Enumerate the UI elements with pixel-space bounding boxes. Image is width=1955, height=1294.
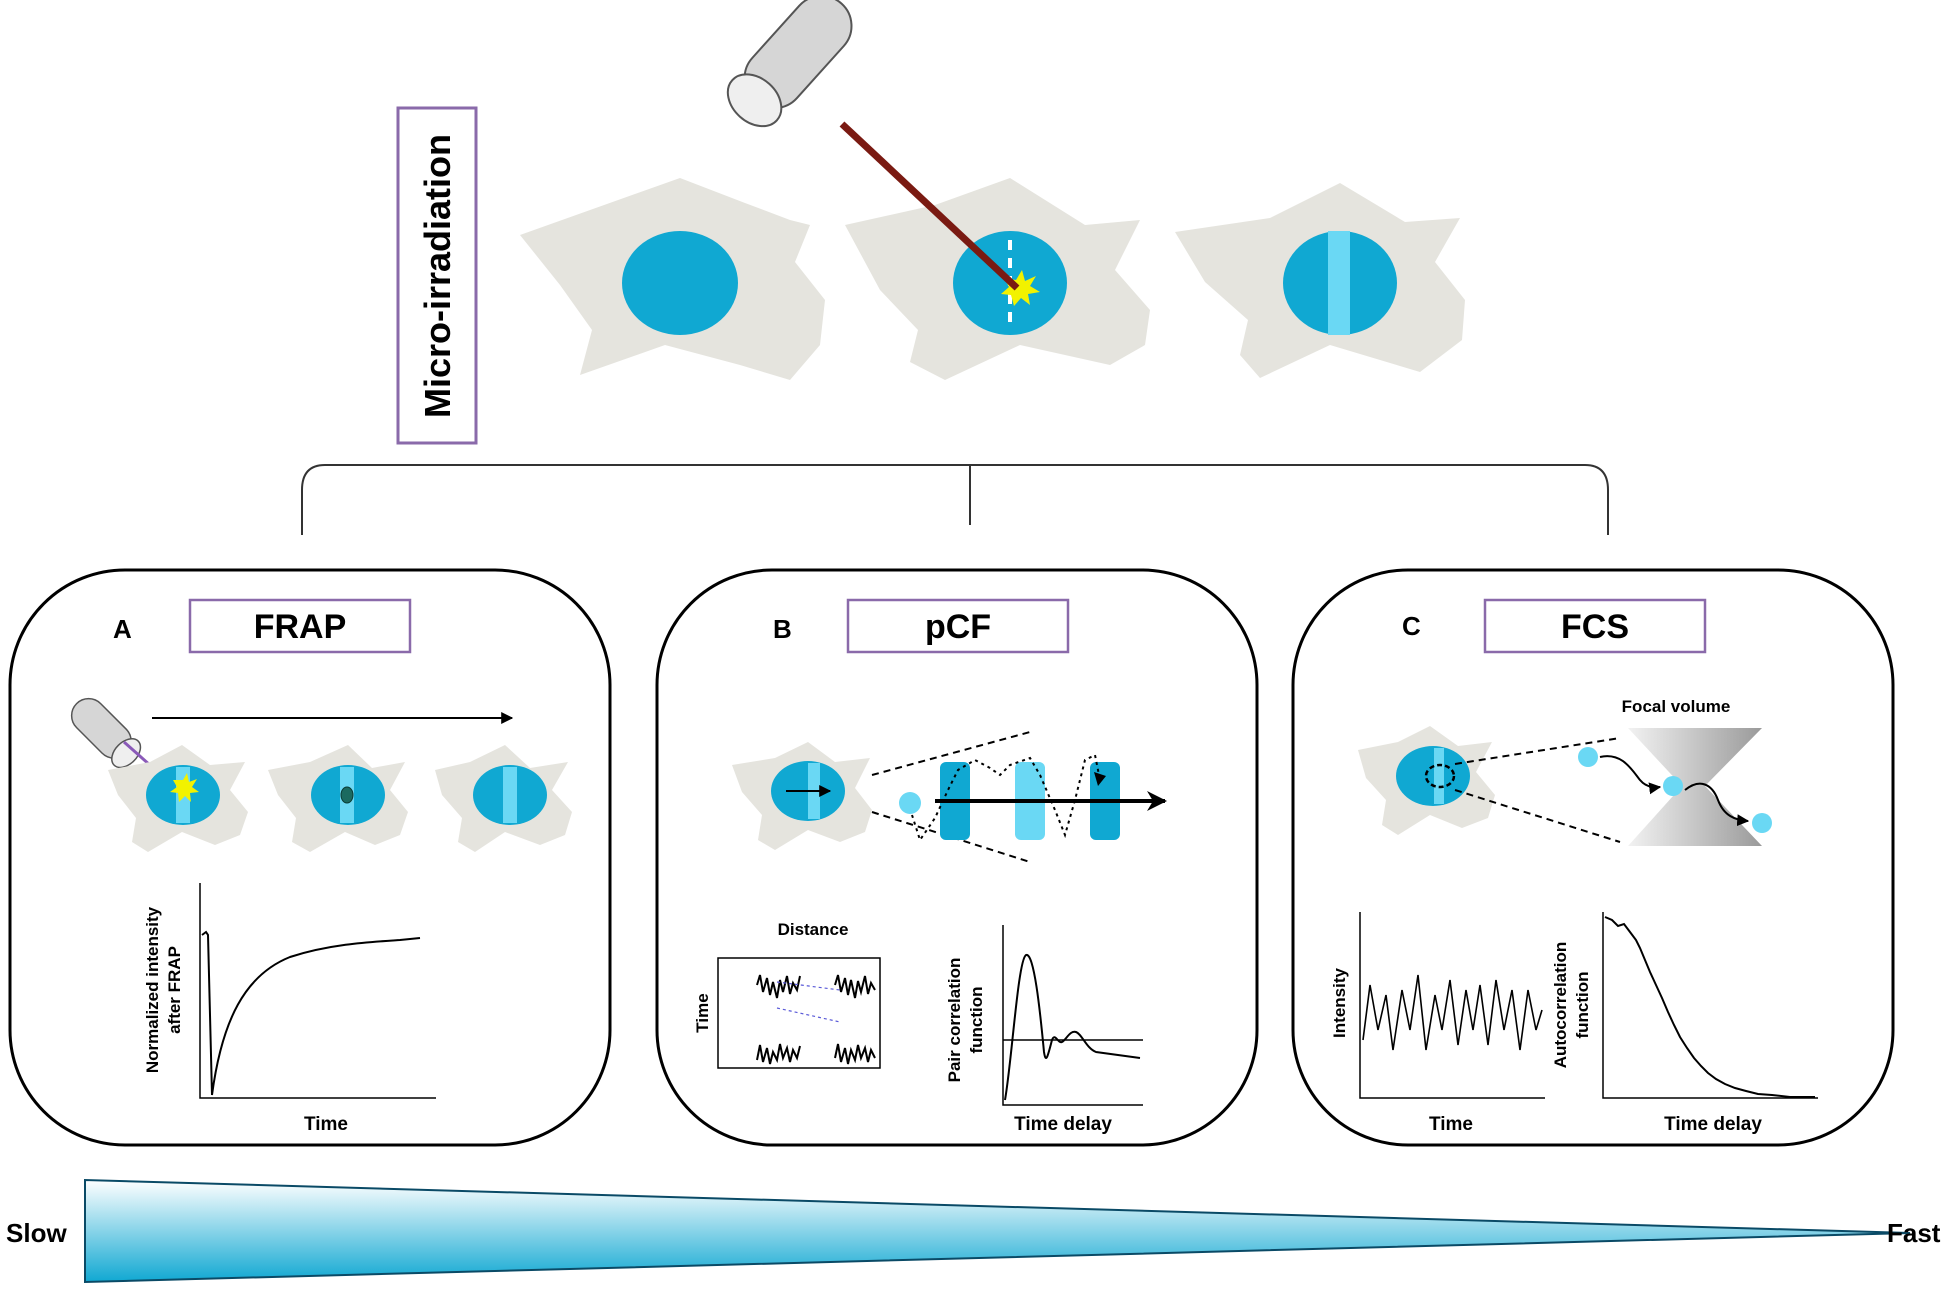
graph-axes	[1359, 912, 1545, 1099]
graph-ylabel: Normalized intensity	[143, 906, 162, 1073]
trajectory-arrowhead	[1094, 772, 1106, 786]
graph-xlabel: Time	[304, 1114, 348, 1135]
carpet-ylabel: Time	[693, 993, 712, 1032]
pcf-zoom	[871, 731, 1167, 863]
zoom-line-top	[871, 731, 1031, 776]
panel-frame	[8, 568, 612, 1147]
molecule-2	[1663, 776, 1683, 796]
graph-ylabel: Intensity	[1330, 968, 1349, 1038]
method-label: FRAP	[254, 608, 347, 646]
focal-volume-label: Focal volume	[1622, 697, 1731, 716]
zoom-line-bottom	[871, 811, 1031, 863]
graph-ylabel-2: function	[1573, 971, 1592, 1038]
graph-xlabel: Time	[1429, 1114, 1473, 1135]
molecule-3	[1752, 813, 1772, 833]
fcs-zoom: Focal volume	[1454, 697, 1772, 846]
bracket-left	[301, 464, 970, 535]
panel-letter: B	[773, 614, 792, 644]
laser-flash-icon	[1001, 270, 1040, 306]
nucleus	[1396, 746, 1470, 806]
speed-wedge	[84, 1178, 1911, 1284]
fast-label: Fast	[1887, 1218, 1941, 1248]
focal-spot	[1424, 763, 1456, 789]
method-label: pCF	[925, 608, 991, 646]
focal-volume-cone	[1628, 728, 1762, 846]
stripe	[503, 767, 517, 823]
molecule-trajectory	[911, 753, 1101, 843]
panel-frap: A FRAP	[8, 568, 612, 1147]
frap-recovery-graph: Normalized intensity after FRAP Time	[143, 883, 436, 1135]
molecule	[899, 792, 921, 814]
intensity-trace	[1362, 974, 1543, 1051]
panel-letter: C	[1402, 611, 1421, 641]
zoom-line-bottom	[1454, 789, 1621, 843]
laser-aperture	[111, 738, 142, 769]
graph-ylabel: Autocorrelation	[1551, 942, 1570, 1069]
diffusion-path-2	[1684, 782, 1750, 827]
carpet-trace-right	[834, 974, 876, 1065]
method-label-box	[846, 598, 1070, 654]
frap-cell-recovered	[435, 745, 572, 852]
frap-laser	[70, 697, 179, 792]
graph-xlabel: Time delay	[1014, 1114, 1112, 1135]
fcs-autocorrelation-graph: Autocorrelation function Time delay	[1551, 912, 1818, 1135]
speed-scale: Slow Fast	[6, 1178, 1941, 1284]
graph-axes	[1602, 912, 1818, 1099]
slow-label: Slow	[6, 1218, 67, 1248]
damage-stripe	[1328, 231, 1350, 335]
method-bracket	[301, 464, 1609, 535]
micro-irradiation-label: Micro-irradiation	[417, 134, 458, 418]
pcf-graph: Pair correlation function Time delay	[945, 925, 1143, 1135]
cell-before-irradiation	[520, 178, 825, 380]
micro-irradiation-section: Micro-irradiation	[396, 0, 1465, 445]
stripe	[1434, 748, 1444, 804]
autocorrelation-curve	[1604, 916, 1815, 1098]
fcs-cell	[1358, 726, 1495, 835]
graph-axes	[1002, 925, 1143, 1106]
nucleus	[622, 231, 738, 335]
micro-irradiation-label-box	[396, 106, 478, 445]
pcf-carpet-plot: Distance Time	[693, 920, 881, 1069]
frap-cell-recovering	[268, 745, 408, 852]
zoom-line-top	[1454, 737, 1621, 765]
method-label-box	[1483, 598, 1707, 654]
diffusion-path-1	[1599, 755, 1662, 795]
cell-during-irradiation	[845, 178, 1150, 380]
method-label-box	[188, 598, 412, 654]
panel-fcs: C FCS Focal volume Intensity Time	[1291, 568, 1895, 1147]
graph-axes	[199, 883, 436, 1099]
laser-aperture	[726, 73, 783, 128]
panel-pcf: B pCF Distance Time	[655, 568, 1259, 1147]
graph-ylabel-2: after FRAP	[165, 946, 184, 1034]
panel-frame	[1291, 568, 1895, 1147]
frap-cell-bleach	[108, 745, 248, 852]
graph-ylabel: Pair correlation	[945, 958, 964, 1083]
pcf-cell	[732, 742, 872, 850]
correlation-link-1	[776, 981, 841, 991]
graph-xlabel: Time delay	[1664, 1114, 1762, 1135]
bleach-flash-icon	[170, 773, 199, 802]
graph-ylabel-2: function	[967, 986, 986, 1053]
laser-device	[726, 0, 1020, 291]
cell-after-irradiation	[1175, 183, 1465, 378]
carpet-title: Distance	[778, 920, 849, 939]
laser-beam	[839, 121, 1020, 291]
molecule-1	[1578, 747, 1598, 767]
correlation-link-2	[776, 1007, 841, 1023]
bleach-spot	[340, 786, 354, 804]
fcs-intensity-graph: Intensity Time	[1330, 912, 1545, 1135]
panel-letter: A	[113, 614, 132, 644]
method-label: FCS	[1561, 608, 1629, 646]
pair-correlation-curve	[1004, 953, 1141, 1101]
carpet-trace-left	[756, 974, 801, 1065]
recovery-curve	[201, 930, 421, 1096]
bracket-right	[970, 464, 1609, 535]
